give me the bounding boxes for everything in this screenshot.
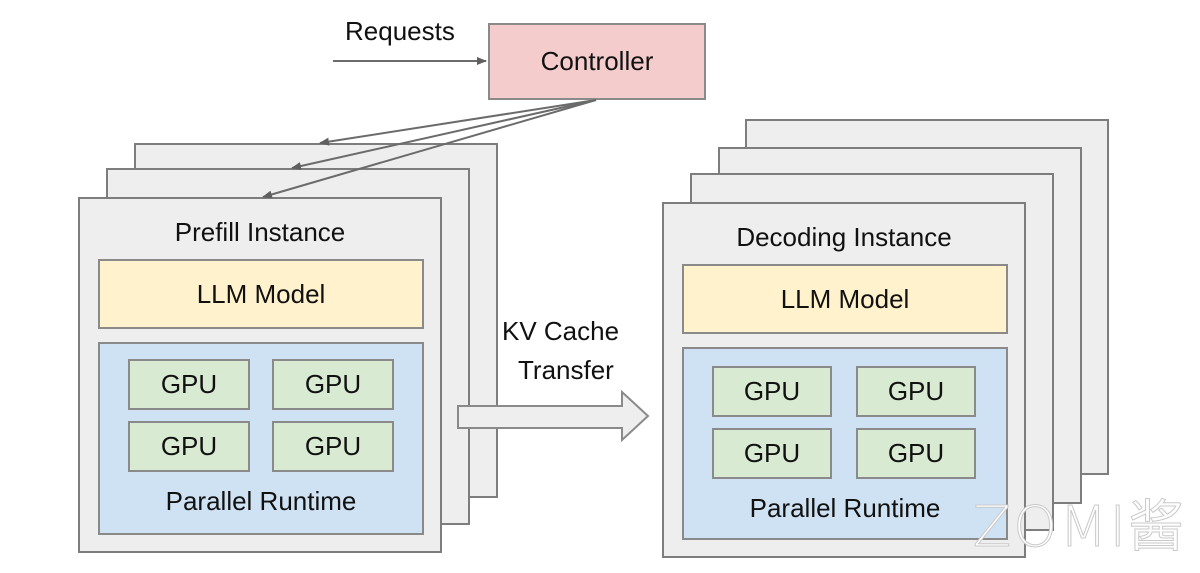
kv-cache-transfer-label-line2: Transfer [518, 355, 614, 385]
controller-box: Controller [488, 23, 706, 100]
prefill-parallel-runtime: GPU GPU GPU GPU Parallel Runtime [98, 342, 424, 535]
kv-cache-transfer-label-line1: KV Cache [502, 316, 620, 346]
prefill-runtime-label: Parallel Runtime [165, 486, 357, 516]
controller-to-prefill-arrow-3 [262, 99, 597, 199]
prefill-llm-model: LLM Model [98, 259, 424, 329]
decoding-instance-title: Decoding Instance [736, 222, 952, 252]
decoding-gpu: GPU [712, 428, 832, 479]
prefill-gpu: GPU [272, 421, 394, 472]
decoding-llm-model: LLM Model [682, 264, 1008, 334]
decoding-gpu: GPU [856, 428, 976, 479]
watermark-logo: ZOMI酱 [972, 495, 1186, 561]
prefill-gpu: GPU [128, 421, 250, 472]
controller-to-prefill-arrow-2 [291, 99, 597, 170]
decoding-instance: Decoding Instance LLM Model GPU GPU GPU … [662, 202, 1026, 558]
decoding-gpu: GPU [856, 366, 976, 417]
kv-cache-transfer-arrow [457, 389, 650, 443]
prefill-instance-title: Prefill Instance [174, 217, 346, 247]
prefill-gpu: GPU [128, 359, 250, 410]
decoding-runtime-label: Parallel Runtime [749, 493, 941, 523]
decoding-gpu: GPU [712, 366, 832, 417]
requests-label: Requests [345, 16, 455, 46]
decoding-parallel-runtime: GPU GPU GPU GPU Parallel Runtime [682, 347, 1008, 540]
prefill-instance: Prefill Instance LLM Model GPU GPU GPU G… [78, 197, 442, 553]
controller-to-prefill-arrow-1 [319, 99, 597, 146]
prefill-gpu: GPU [272, 359, 394, 410]
